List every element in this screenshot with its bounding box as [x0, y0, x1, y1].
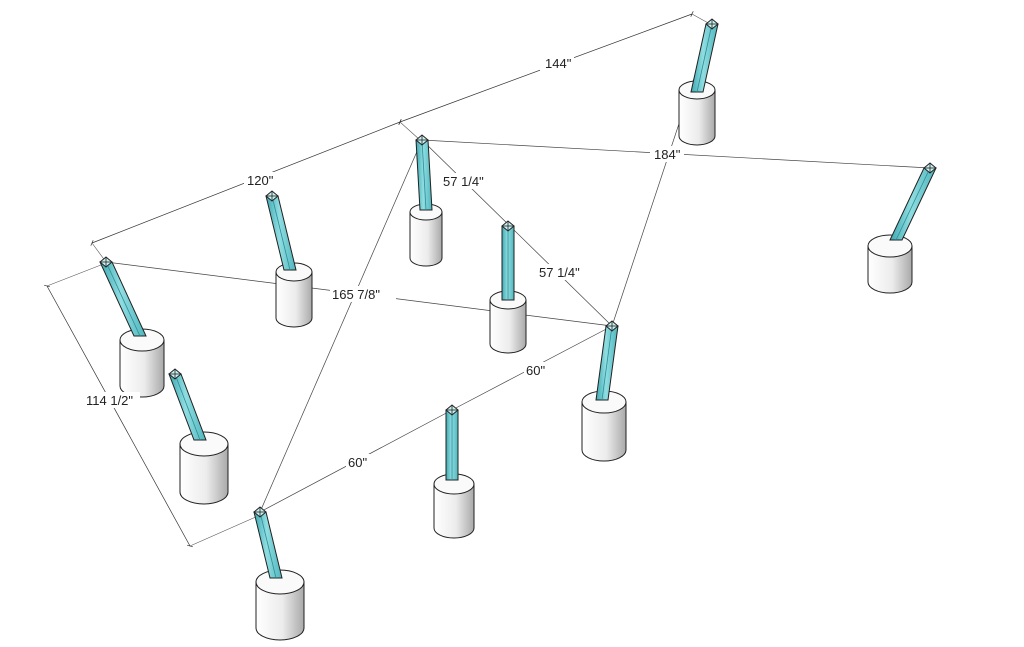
post-left-mid [168, 368, 229, 505]
post-rear-right [678, 18, 719, 146]
post-top-cap [99, 256, 113, 268]
concrete-footing [581, 390, 627, 462]
concrete-footing [867, 234, 913, 294]
dimension-60-upper: 60" [526, 363, 545, 378]
dimension-120: 120" [247, 173, 274, 188]
concrete-footing [119, 328, 165, 398]
post-top-cap [265, 190, 279, 202]
concrete-footing [255, 569, 305, 641]
post-front-left [253, 506, 305, 641]
concrete-footing [275, 262, 313, 328]
concrete-footing [409, 203, 443, 267]
post-top-cap [445, 404, 459, 416]
post-top-cap [253, 506, 267, 518]
post-edge [895, 167, 931, 241]
dimension-lines [44, 11, 931, 548]
dimension-57-lower: 57 1/4" [539, 265, 580, 280]
post-top-cap [415, 134, 429, 146]
post-top-cap [705, 18, 719, 30]
post-edge [421, 139, 427, 211]
post-edge [601, 325, 613, 401]
dimension-57-upper: 57 1/4" [443, 174, 484, 189]
post-edge [259, 511, 277, 579]
dimension-labels: 144" 120" 184" 57 1/4" 57 1/4" 165 7/8" … [84, 55, 684, 470]
post-edge [174, 373, 201, 441]
dimension-144: 144" [545, 56, 572, 71]
posts-layer [99, 18, 937, 641]
post-edge [105, 261, 141, 337]
dimension-114: 114 1/2" [86, 393, 133, 408]
concrete-footing [489, 290, 527, 354]
post-edge [271, 195, 291, 271]
concrete-footing [433, 473, 475, 539]
post-mid [489, 220, 527, 354]
post-front-center [433, 404, 475, 539]
post-left-top [99, 256, 165, 398]
post-rear-left [265, 190, 313, 328]
dimension-165: 165 7/8" [332, 287, 380, 302]
post-far-right [867, 162, 937, 294]
post-front-right [581, 320, 627, 462]
post-top-cap [168, 368, 182, 380]
dimension-60-lower: 60" [348, 455, 367, 470]
post-top-cap [501, 220, 515, 232]
post-top-cap [923, 162, 937, 174]
post-edge [696, 23, 713, 93]
post-top-cap [605, 320, 619, 332]
concrete-footing [179, 431, 229, 505]
dimension-184: 184" [654, 147, 681, 162]
post-rear-center [409, 134, 443, 267]
